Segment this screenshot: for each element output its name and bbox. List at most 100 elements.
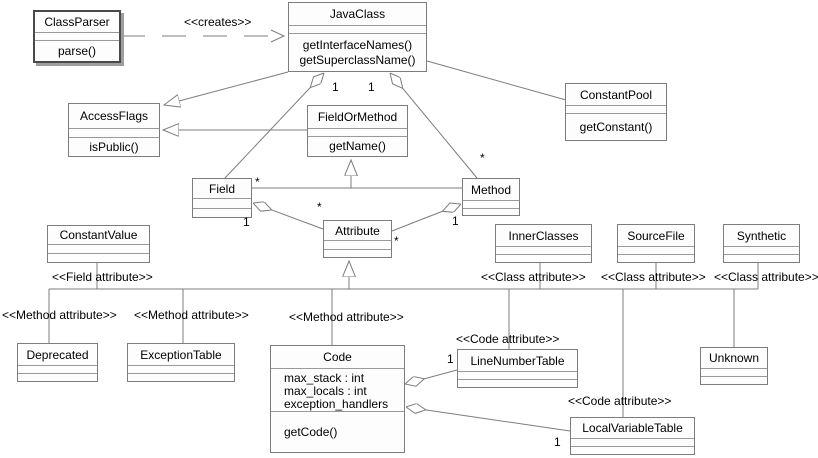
multiplicity-method-attribute-1: 1 bbox=[452, 214, 459, 228]
method: parse() bbox=[57, 43, 96, 58]
class-title: Unknown bbox=[701, 348, 767, 369]
empty-attributes-compartment bbox=[308, 129, 407, 137]
class-title: LocalVariableTable bbox=[571, 418, 694, 439]
empty-attributes-compartment bbox=[458, 372, 577, 380]
attribute-field: max_stack : int bbox=[284, 371, 365, 385]
multiplicity-javaclass-field-1: 1 bbox=[332, 80, 339, 94]
class-innerclasses: InnerClasses bbox=[495, 224, 592, 263]
method: getConstant() bbox=[579, 119, 653, 134]
empty-attributes-compartment bbox=[324, 241, 391, 250]
empty-methods-compartment bbox=[128, 374, 234, 381]
methods-compartment: getName() bbox=[308, 137, 407, 156]
class-title: AccessFlags bbox=[69, 104, 159, 129]
methods-compartment: parse() bbox=[35, 41, 119, 61]
multiplicity-javaclass-method-1: 1 bbox=[368, 80, 375, 94]
class-linenumbertable: LineNumberTable bbox=[457, 349, 578, 388]
agg-code-linenumbertable bbox=[405, 369, 458, 384]
stereotype-field-attribute: <<Field attribute>> bbox=[52, 270, 153, 284]
method: getInterfaceNames() bbox=[302, 37, 413, 52]
gen-javaclass-accessflags bbox=[164, 71, 289, 105]
empty-attributes-compartment bbox=[724, 247, 799, 255]
method: getSuperclassName() bbox=[299, 52, 416, 67]
agg-javaclass-field bbox=[224, 73, 324, 179]
class-javaclass: JavaClass getInterfaceNames() getSupercl… bbox=[288, 2, 427, 72]
multiplicity-code-linenumbertable-1: 1 bbox=[447, 352, 454, 366]
class-title: ClassParser bbox=[35, 12, 119, 33]
attributes-compartment: max_stack : int max_locals : int excepti… bbox=[271, 369, 404, 412]
class-constantpool: ConstantPool getConstant() bbox=[565, 83, 667, 141]
empty-attributes-compartment bbox=[571, 439, 694, 447]
class-title: ExceptionTable bbox=[128, 344, 234, 366]
empty-attributes-compartment bbox=[193, 199, 251, 209]
empty-attributes-compartment bbox=[48, 245, 149, 254]
creates-open-arrowhead bbox=[270, 29, 286, 43]
empty-attributes-compartment bbox=[35, 33, 119, 41]
class-deprecated: Deprecated bbox=[17, 343, 98, 382]
class-constantvalue: ConstantValue bbox=[47, 225, 150, 263]
stereotype-class-attribute-synthetic: <<Class attribute>> bbox=[714, 270, 818, 284]
class-title: JavaClass bbox=[289, 3, 426, 26]
class-code: Code max_stack : int max_locals : int ex… bbox=[270, 345, 405, 453]
class-title: Attribute bbox=[324, 221, 391, 241]
class-title: Synthetic bbox=[724, 225, 799, 247]
stereotype-method-attribute-deprecated: <<Method attribute>> bbox=[2, 308, 117, 322]
empty-methods-compartment bbox=[458, 380, 577, 387]
empty-methods-compartment bbox=[701, 377, 767, 384]
empty-methods-compartment bbox=[724, 255, 799, 262]
multiplicity-field-attribute-many: * bbox=[317, 200, 322, 214]
class-attribute: Attribute bbox=[323, 220, 392, 258]
empty-attributes-compartment bbox=[69, 129, 159, 138]
empty-methods-compartment bbox=[496, 255, 591, 262]
methods-compartment: getConstant() bbox=[566, 114, 666, 140]
empty-methods-compartment bbox=[463, 209, 519, 216]
method: getName() bbox=[329, 139, 386, 153]
class-fieldormethod: FieldOrMethod getName() bbox=[307, 105, 408, 157]
methods-compartment: getInterfaceNames() getSuperclassName() bbox=[289, 34, 426, 71]
stereotype-creates: <<creates>> bbox=[184, 15, 252, 29]
empty-methods-compartment bbox=[324, 250, 391, 258]
class-title: InnerClasses bbox=[496, 225, 591, 247]
empty-attributes-compartment bbox=[496, 247, 591, 255]
method: getCode() bbox=[284, 424, 338, 439]
class-title: ConstantValue bbox=[48, 226, 149, 245]
class-title: LineNumberTable bbox=[458, 350, 577, 372]
multiplicity-method-many: * bbox=[480, 151, 485, 165]
stereotype-code-attribute-localvariabletable: <<Code attribute>> bbox=[568, 394, 672, 408]
multiplicity-field-many: * bbox=[255, 175, 260, 189]
class-title: Method bbox=[463, 179, 519, 201]
empty-attributes-compartment bbox=[463, 201, 519, 209]
empty-methods-compartment bbox=[618, 255, 694, 262]
agg-field-attribute bbox=[253, 203, 324, 230]
class-title: FieldOrMethod bbox=[308, 106, 407, 129]
agg-method-attribute bbox=[391, 204, 461, 232]
agg-code-localvariabletable bbox=[406, 407, 571, 432]
class-field: Field bbox=[192, 178, 252, 218]
methods-compartment: isPublic() bbox=[69, 138, 159, 156]
methods-compartment: getCode() bbox=[271, 412, 404, 452]
class-method: Method bbox=[462, 178, 520, 216]
stereotype-class-attribute-innerclasses: <<Class attribute>> bbox=[481, 270, 586, 284]
attribute-field: max_locals : int bbox=[284, 384, 367, 398]
class-title: Code bbox=[271, 346, 404, 369]
class-title: ConstantPool bbox=[566, 84, 666, 106]
empty-methods-compartment bbox=[48, 254, 149, 262]
class-title: SourceFile bbox=[618, 225, 694, 247]
class-sourcefile: SourceFile bbox=[617, 224, 695, 263]
empty-methods-compartment bbox=[18, 374, 97, 381]
multiplicity-code-localvariabletable-1: 1 bbox=[554, 435, 561, 449]
class-exceptiontable: ExceptionTable bbox=[127, 343, 235, 382]
class-title: Deprecated bbox=[18, 344, 97, 366]
class-synthetic: Synthetic bbox=[723, 224, 800, 263]
empty-attributes-compartment bbox=[618, 247, 694, 255]
class-accessflags: AccessFlags isPublic() bbox=[68, 103, 160, 157]
agg-javaclass-method bbox=[390, 73, 478, 179]
stereotype-method-attribute-exceptiontable: <<Method attribute>> bbox=[134, 308, 249, 322]
assoc-javaclass-constantpool bbox=[426, 60, 567, 101]
empty-attributes-compartment bbox=[566, 106, 666, 114]
stereotype-code-attribute-linenumbertable: <<Code attribute>> bbox=[456, 332, 560, 346]
method: isPublic() bbox=[89, 139, 139, 154]
multiplicity-field-attribute-1: 1 bbox=[243, 215, 250, 229]
empty-methods-compartment bbox=[571, 447, 694, 454]
